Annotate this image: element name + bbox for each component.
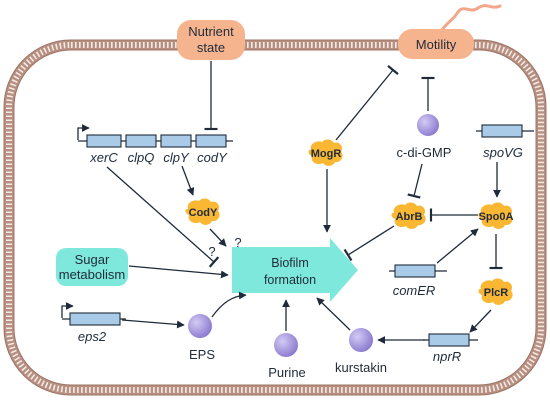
- gene-spovg-group: spoVG: [476, 124, 534, 160]
- sugar-metabolism-box: Sugar metabolism: [56, 248, 128, 286]
- molecule-eps-label: EPS: [189, 347, 215, 362]
- edge-clpy-activates-cody: [181, 165, 195, 196]
- protein-plcr-label: PlcR: [484, 287, 509, 299]
- molecule-kurstakin-label: kurstakin: [335, 360, 387, 375]
- gene-cody: [195, 134, 227, 148]
- edge-cdigmp-inhibits-abrb: [407, 163, 423, 199]
- protein-mogr: MogR: [308, 139, 343, 166]
- motility-label: Motility: [416, 37, 457, 52]
- molecule-eps: EPS: [188, 314, 215, 362]
- molecule-sphere-icon: [188, 314, 212, 338]
- gene-nprr-group: nprR: [423, 333, 478, 364]
- gene-xerc: [86, 134, 122, 148]
- gene-clpy-label: clpY: [163, 150, 190, 165]
- promoter-arrow-icon: [77, 124, 90, 140]
- gene-spovg: [481, 124, 523, 138]
- gene-clpq-label: clpQ: [128, 150, 155, 165]
- edge-comer-activates-spo0a: [436, 228, 479, 264]
- protein-plcr: PlcR: [478, 278, 513, 305]
- regulatory-edges: [106, 61, 503, 344]
- sugar-line2: metabolism: [59, 267, 125, 282]
- gene-comer-label: comER: [393, 283, 436, 298]
- gene-xerc-label: xerC: [89, 150, 118, 165]
- edge-sugar-activates-biofilm: [128, 265, 229, 279]
- operon-xerc-cody: xerC clpQ clpY codY: [77, 124, 233, 165]
- protein-abrb-label: AbrB: [396, 211, 423, 223]
- molecule-sphere-icon: [417, 114, 439, 136]
- biofilm-line1: Biofilm: [271, 256, 309, 270]
- gene-nprr-label: nprR: [433, 349, 461, 364]
- flagellum-icon: [438, 4, 502, 35]
- promoter-arrow-icon: [61, 302, 74, 318]
- protein-spo0a-label: Spo0A: [479, 211, 514, 223]
- nutrient-state-box: Nutrient state: [177, 20, 245, 60]
- edge-abrb-inhibits-biofilm: [343, 225, 395, 262]
- motility-box: Motility: [398, 29, 474, 59]
- protein-abrb: AbrB: [391, 202, 426, 229]
- sugar-line1: Sugar: [75, 252, 110, 267]
- molecule-cdigmp-label: c-di-GMP: [397, 145, 452, 160]
- gene-clpy: [160, 134, 192, 148]
- gene-eps2: [69, 312, 121, 326]
- question-mark-2: ?: [234, 235, 241, 250]
- edge-cody-activates-biofilm: [209, 228, 227, 247]
- edge-eps2-activates-eps: [121, 319, 185, 329]
- gene-nprr: [428, 333, 470, 347]
- gene-eps2-group: eps2: [61, 302, 126, 344]
- gene-comer-group: comER: [389, 264, 447, 298]
- gene-clpq: [125, 134, 157, 148]
- edge-plcr-activates-nprr: [469, 309, 492, 333]
- molecule-cdigmp: c-di-GMP: [397, 114, 452, 160]
- protein-cody: CodY: [185, 198, 220, 225]
- edge-kurstakin-activates-biofilm: [316, 297, 351, 331]
- biofilm-line2: formation: [264, 273, 316, 287]
- molecule-purine-label: Purine: [268, 365, 306, 380]
- question-mark-1: ?: [208, 244, 215, 259]
- protein-cody-label: CodY: [189, 207, 218, 219]
- gene-cody-label: codY: [197, 150, 228, 165]
- edge-xerc-inhibits-biofilm: [106, 166, 220, 268]
- gene-eps2-label: eps2: [78, 329, 107, 344]
- protein-mogr-label: MogR: [311, 148, 342, 160]
- molecule-kurstakin: kurstakin: [335, 328, 387, 375]
- molecule-sphere-icon: [274, 333, 298, 357]
- edge-mogr-inhibits-motility: [335, 65, 399, 141]
- cell-membrane: [3, 39, 547, 396]
- biofilm-formation-arrow: Biofilm formation: [232, 238, 358, 302]
- edge-eps-activates-biofilm: [211, 291, 247, 318]
- molecule-sphere-icon: [349, 328, 373, 352]
- nutrient-state-line1: Nutrient: [188, 24, 234, 39]
- gene-comer: [394, 264, 436, 278]
- molecule-purine: Purine: [268, 333, 306, 380]
- protein-spo0a: Spo0A: [478, 202, 514, 229]
- gene-spovg-label: spoVG: [483, 145, 523, 160]
- nutrient-state-line2: state: [197, 40, 225, 55]
